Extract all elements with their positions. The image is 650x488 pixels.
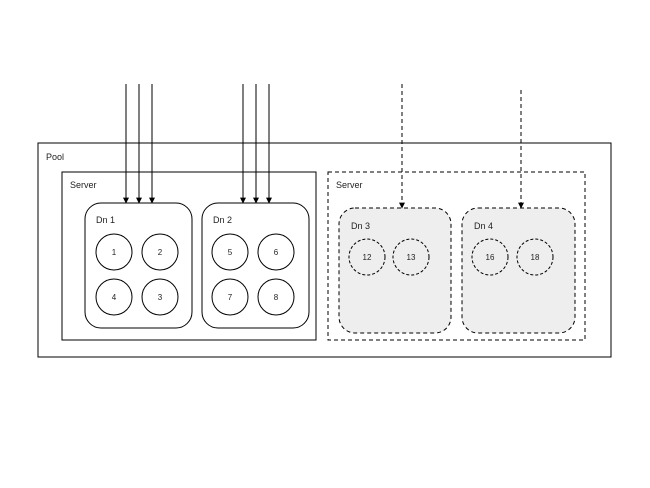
disk-18 (516, 238, 554, 276)
disk-6-label: 6 (274, 248, 279, 257)
disk-12-label: 12 (363, 253, 372, 262)
disk-8-label: 8 (274, 293, 279, 302)
disk-4 (95, 278, 133, 316)
data-node-dn4: Dn 4 16 18 (461, 207, 576, 334)
disk-7 (211, 278, 249, 316)
server-2: Server Dn 3 12 13 Dn 4 16 18 (327, 171, 586, 341)
server-1: Server Dn 1 1 2 4 3 Dn 2 5 6 7 8 (61, 171, 317, 341)
disk-7-label: 7 (228, 293, 233, 302)
dn3-label: Dn 3 (351, 221, 370, 231)
arrows-into-dn1 (123, 84, 155, 204)
disk-1-label: 1 (112, 248, 117, 257)
disk-5-label: 5 (228, 248, 233, 257)
disk-16 (471, 238, 509, 276)
dn1-label: Dn 1 (96, 215, 115, 225)
disk-16-label: 16 (486, 253, 495, 262)
disk-2 (141, 233, 179, 271)
disk-3-label: 3 (158, 293, 163, 302)
data-node-dn2: Dn 2 5 6 7 8 (201, 202, 310, 329)
disk-4-label: 4 (112, 293, 117, 302)
disk-1 (95, 233, 133, 271)
disk-2-label: 2 (158, 248, 163, 257)
disk-18-label: 18 (531, 253, 540, 262)
data-node-dn1: Dn 1 1 2 4 3 (84, 202, 193, 329)
data-node-dn3: Dn 3 12 13 (338, 207, 452, 334)
disk-3 (141, 278, 179, 316)
server-2-label: Server (336, 180, 363, 190)
disk-6 (257, 233, 295, 271)
disk-12 (348, 238, 386, 276)
disk-5 (211, 233, 249, 271)
disk-13 (392, 238, 430, 276)
server-1-label: Server (70, 180, 97, 190)
pool-label: Pool (46, 152, 64, 162)
disk-13-label: 13 (407, 253, 416, 262)
dn4-label: Dn 4 (474, 221, 493, 231)
dn2-label: Dn 2 (213, 215, 232, 225)
arrows-into-dashed-nodes (399, 84, 524, 209)
arrows-into-dn2 (240, 84, 272, 204)
disk-8 (257, 278, 295, 316)
